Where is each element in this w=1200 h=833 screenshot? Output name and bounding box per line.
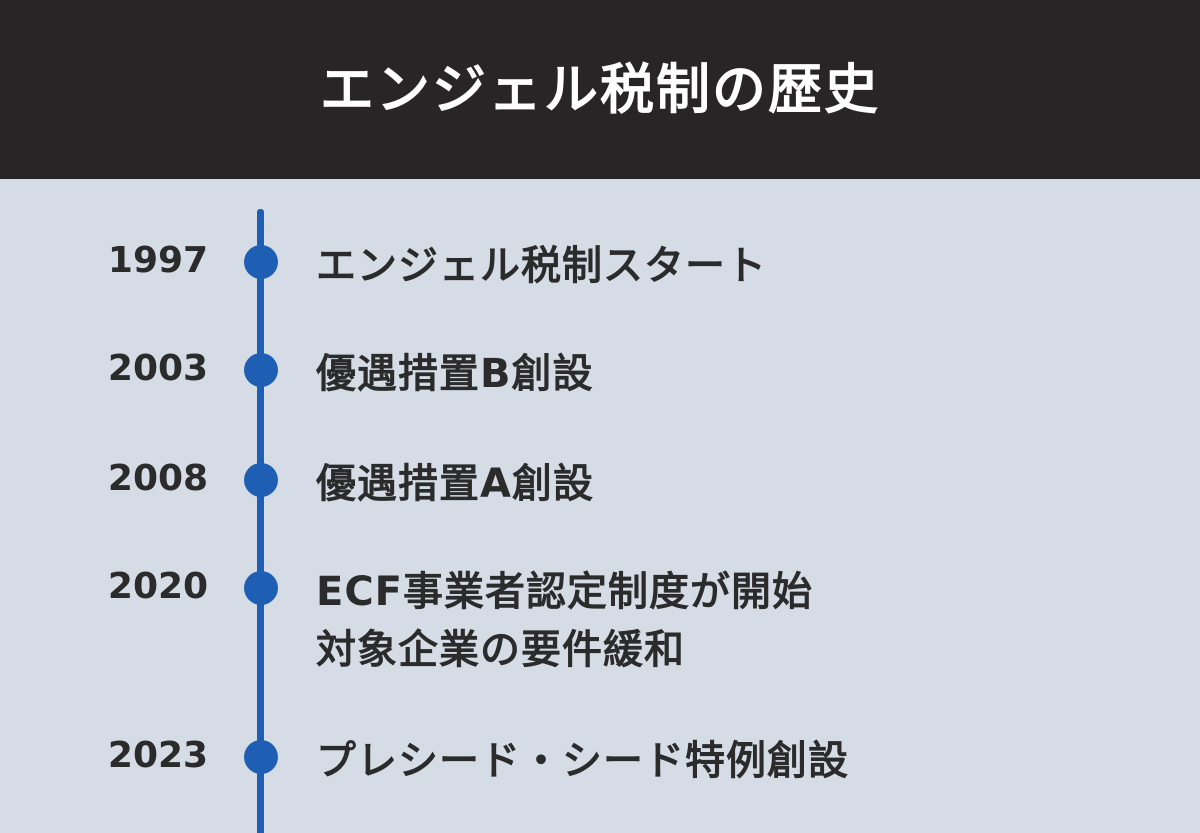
timeline-dot: [244, 353, 278, 387]
event-year: 1997: [107, 240, 209, 281]
event-description: エンジェル税制スタート: [316, 237, 767, 295]
event-description: 優遇措置B創設: [316, 345, 594, 403]
event-description-line: 優遇措置A創設: [316, 461, 594, 507]
page-title: エンジェル税制の歴史: [320, 57, 880, 121]
event-year: 2023: [107, 735, 209, 776]
timeline-dot: [244, 740, 278, 774]
event-description-line: エンジェル税制スタート: [316, 243, 767, 289]
timeline-dot: [244, 245, 278, 279]
event-year: 2008: [107, 458, 209, 499]
event-description-line: プレシード・シード特例創設: [316, 738, 849, 784]
timeline-dot: [244, 463, 278, 497]
event-description: プレシード・シード特例創設: [316, 732, 849, 790]
event-year: 2020: [107, 566, 209, 607]
event-description-line: 対象企業の要件緩和: [316, 627, 685, 673]
event-description-line: ECF事業者認定制度が開始: [316, 569, 814, 615]
event-description-line: 優遇措置B創設: [316, 351, 594, 397]
timeline-dot: [244, 571, 278, 605]
header-bar: エンジェル税制の歴史: [0, 0, 1200, 179]
event-description: ECF事業者認定制度が開始 対象企業の要件緩和: [316, 563, 813, 679]
timeline-axis-line: [257, 209, 264, 833]
event-year: 2003: [107, 348, 209, 389]
event-description: 優遇措置A創設: [316, 455, 594, 513]
